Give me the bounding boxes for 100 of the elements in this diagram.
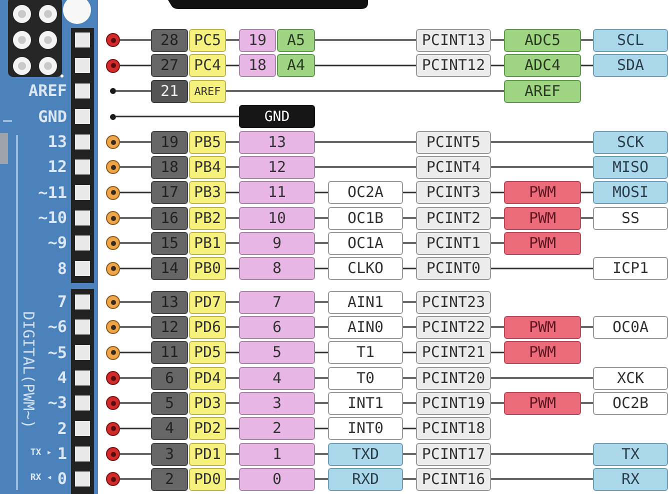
connector-line [226,166,239,168]
connector-line [403,402,416,404]
connector-line [226,428,239,430]
connector-line [120,428,151,430]
connector-line [226,377,239,379]
header-pin-label: ~9 [48,235,67,251]
function-label: AIN0 [328,316,403,338]
board-pin-label: 10 [239,206,315,230]
connector-line [315,268,328,270]
header-pin-label: TX ▸ [30,449,52,458]
chip-pin-number: 14 [151,257,188,280]
adc-label: AREF [504,80,581,102]
analog-pin-label: A5 [277,28,315,52]
pcint-label: PCINT21 [416,341,491,364]
header-pin-label: 12 [48,159,67,175]
board-pin-label: 3 [239,392,315,414]
connector-line [315,326,328,328]
header-pin-label: RX ◂ [30,474,52,483]
connector-line [403,301,416,303]
connector-line [491,39,504,41]
bus-function-label: RX [593,468,668,490]
connector-line [226,141,239,143]
port-pin-label: PB5 [189,130,226,154]
chip-pin-number: 2 [151,468,188,490]
pcint-label: PCINT3 [416,181,491,204]
chip-pin-number: 6 [151,366,188,390]
ground-label: GND [239,105,315,128]
function-label: INT1 [328,392,403,414]
header-pin-label: ~3 [48,395,67,411]
connector-line [315,217,328,219]
connector-line [315,301,328,303]
port-pin-label: PB2 [189,206,226,230]
connector-line [120,402,151,404]
bus-function-label: MOSI [593,181,668,204]
pcint-label: PCINT22 [416,316,491,338]
port-pin-label: PC4 [189,54,226,77]
connector-line [226,217,239,219]
chip-pin-number: 21 [151,80,188,102]
function-label: OC2B [593,392,668,414]
connector-line [403,377,416,379]
port-pin-label: PD5 [189,341,226,364]
board-section-label: DIGITAL(PWM~) [20,311,36,429]
connector-line [315,352,328,354]
connector-line [403,453,416,455]
port-pin-label: PD4 [189,366,226,390]
connector-line [120,377,151,379]
analog-pin-label: A4 [277,54,315,77]
connector-line [491,242,504,244]
chip-pin-number: 19 [151,130,188,154]
header-pin-label: 1 [57,446,67,462]
connector-line [120,478,151,480]
pcint-label: PCINT13 [416,28,491,52]
pcint-label: PCINT18 [416,417,491,440]
connector-line [491,166,593,168]
chip-pin-number: 27 [151,54,188,77]
port-pin-label: PB3 [189,181,226,204]
port-pin-label: PD2 [189,417,226,440]
connector-line [403,242,416,244]
header-pin-label: 8 [57,260,67,276]
port-pin-label: PB0 [189,257,226,280]
header-pin-label: 7 [57,294,67,310]
pcint-label: PCINT12 [416,54,491,77]
pcint-label: PCINT1 [416,232,491,254]
chip-pin-number: 12 [151,316,188,338]
bus-function-label: SCL [593,28,668,52]
connector-line [315,39,416,41]
function-label: T0 [328,366,403,390]
connector-line [491,326,504,328]
board-pin-label: 4 [239,366,315,390]
function-label: OC1B [328,206,403,230]
connector-line [120,64,151,66]
header-pin-label: 4 [57,370,67,386]
connector-line [581,217,593,219]
connector-line [581,402,593,404]
pcint-label: PCINT4 [416,156,491,178]
board-pin-label: 9 [239,232,315,254]
connector-line [491,453,593,455]
connector-line [491,352,504,354]
port-pin-label: PD6 [189,316,226,338]
connector-line [315,166,416,168]
pwm-label: PWM [504,341,581,364]
board-pin-label: 19 [239,28,276,52]
connector-line [120,352,151,354]
header-pin-label: ~10 [38,210,67,226]
connector-line [226,192,239,194]
connector-line [120,217,151,219]
connector-line [491,268,593,270]
connector-line [491,192,504,194]
connector-line [581,64,593,66]
chip-pin-number: 5 [151,392,188,414]
port-pin-label: PB1 [189,232,226,254]
connector-line [120,39,151,41]
pcint-label: PCINT16 [416,468,491,490]
function-label: T1 [328,341,403,364]
adc-label: ADC5 [504,28,581,52]
connector-line [226,453,239,455]
pwm-label: PWM [504,181,581,204]
function-label: ICP1 [593,257,668,280]
header-pin-label: ~6 [48,319,67,335]
connector-line [226,326,239,328]
